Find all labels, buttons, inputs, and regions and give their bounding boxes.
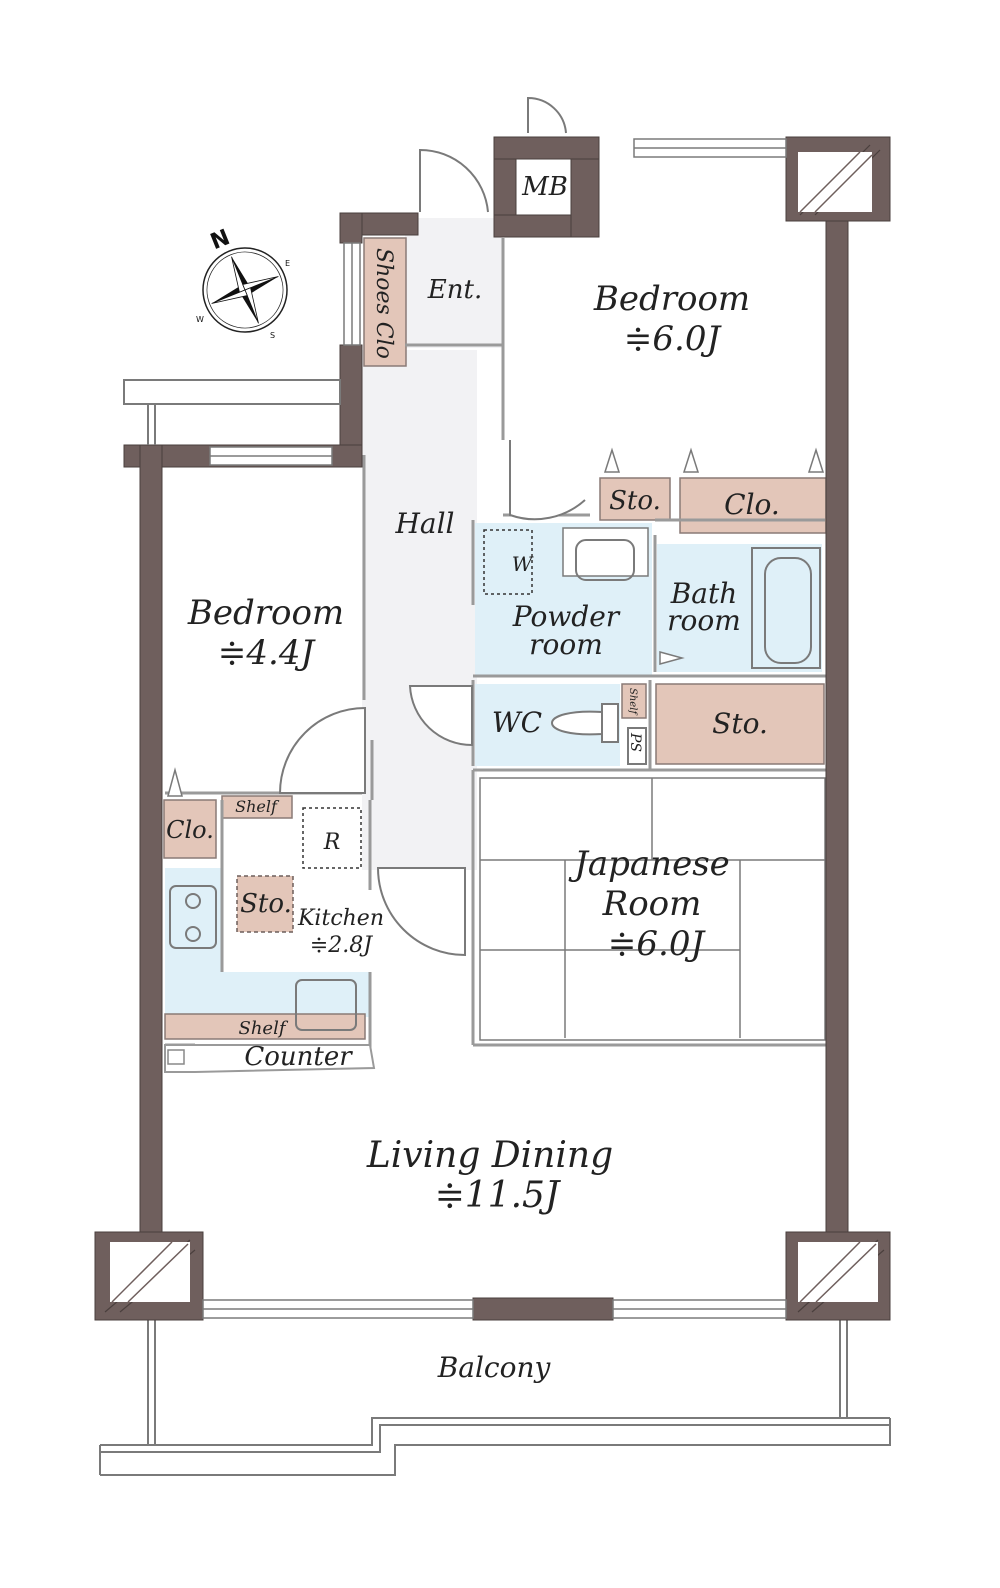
kitchen-sink-counter bbox=[165, 868, 223, 976]
bath-room-floor bbox=[657, 544, 822, 672]
bathtub bbox=[751, 547, 821, 669]
powder-room-label-2: room bbox=[529, 628, 603, 661]
wc-shelf-label: Shelf bbox=[627, 688, 638, 716]
floor-fills bbox=[165, 218, 822, 1017]
window-mullions bbox=[203, 147, 786, 1310]
japanese-room-label-2: Room bbox=[602, 884, 702, 924]
bedroom-a-closet-label: Clo. bbox=[724, 488, 780, 521]
bath-room-label-2: room bbox=[667, 604, 741, 637]
entrance-floor bbox=[405, 218, 503, 348]
storage-fills bbox=[163, 237, 827, 1040]
kitchen-sink bbox=[295, 979, 357, 1031]
compass-rose bbox=[202, 247, 288, 333]
bedroom-b-name: Bedroom bbox=[187, 593, 344, 633]
refrigerator-label: R bbox=[323, 830, 341, 855]
bath-door-marker bbox=[659, 651, 685, 665]
hall-label: Hall bbox=[394, 507, 454, 540]
bedroom-a-storage-label: Sto. bbox=[609, 486, 661, 516]
living-dining-size: ≑11.5J bbox=[435, 1175, 562, 1216]
refrigerator-box bbox=[302, 807, 362, 869]
washer-label: W bbox=[512, 552, 534, 576]
kitchen-storage-label: Sto. bbox=[240, 889, 292, 919]
compass-west-label: W bbox=[196, 315, 204, 324]
wc-storage-label: Sto. bbox=[712, 707, 768, 740]
kitchen-storage-box bbox=[236, 875, 294, 933]
wc-label: WC bbox=[492, 706, 542, 739]
shoes-closet-box bbox=[363, 237, 407, 367]
kitchen-size: ≑2.8J bbox=[310, 933, 373, 958]
bathtub-inner bbox=[764, 557, 812, 664]
kitchen-shelf-bottom-label: Shelf bbox=[239, 1018, 289, 1039]
compass-east-label: E bbox=[285, 259, 290, 268]
balcony-area bbox=[99, 1320, 891, 1476]
japanese-room-size: ≑6.0J bbox=[608, 924, 707, 964]
balcony-label: Balcony bbox=[437, 1351, 552, 1384]
living-dining-name: Living Dining bbox=[366, 1135, 613, 1176]
mb-label: MB bbox=[521, 172, 568, 202]
bedroom-b-closet-box bbox=[163, 799, 217, 859]
toilet bbox=[550, 703, 647, 765]
door-swings bbox=[278, 96, 586, 957]
bedroom-a-storage-box bbox=[599, 477, 671, 521]
shoes-closet-label: Shoes Clo bbox=[371, 248, 396, 359]
powder-room-label-1: Powder bbox=[512, 600, 621, 633]
bedroom-a-closet-box bbox=[679, 477, 827, 534]
tatami-mats bbox=[479, 777, 826, 1041]
counter-label: Counter bbox=[244, 1042, 353, 1072]
counter-small-box bbox=[167, 1049, 185, 1065]
exterior-ledge bbox=[123, 379, 341, 445]
wc-shelf-box bbox=[621, 683, 647, 719]
closet-markers bbox=[167, 447, 825, 797]
bath-room-label-1: Bath bbox=[670, 577, 738, 610]
stove bbox=[169, 885, 217, 949]
bedroom-b-size: ≑4.4J bbox=[218, 633, 317, 673]
interior-partitions bbox=[165, 238, 826, 1068]
washer-box bbox=[483, 529, 533, 595]
sink-basin bbox=[575, 539, 635, 581]
bedroom-b-closet-label: Clo. bbox=[166, 816, 214, 844]
wc-storage-box bbox=[655, 683, 825, 765]
japanese-room-label-1: Japanese bbox=[568, 844, 730, 884]
bedroom-a-name: Bedroom bbox=[593, 279, 750, 319]
kitchen-counter-bottom bbox=[165, 972, 370, 1017]
ps-label: PS bbox=[627, 732, 643, 752]
kitchen-name: Kitchen bbox=[297, 906, 384, 931]
wall-inset-hatch bbox=[111, 151, 877, 1303]
bedroom-a-size: ≑6.0J bbox=[624, 319, 723, 359]
kitchen-shelf-bottom-box bbox=[164, 1013, 366, 1040]
entrance-label: Ent. bbox=[427, 275, 482, 305]
kitchen-shelf-top-label: Shelf bbox=[235, 797, 280, 816]
compass-south-label: S bbox=[270, 331, 275, 340]
hall-lower-floor bbox=[375, 770, 475, 870]
counter-outline bbox=[164, 1044, 376, 1073]
